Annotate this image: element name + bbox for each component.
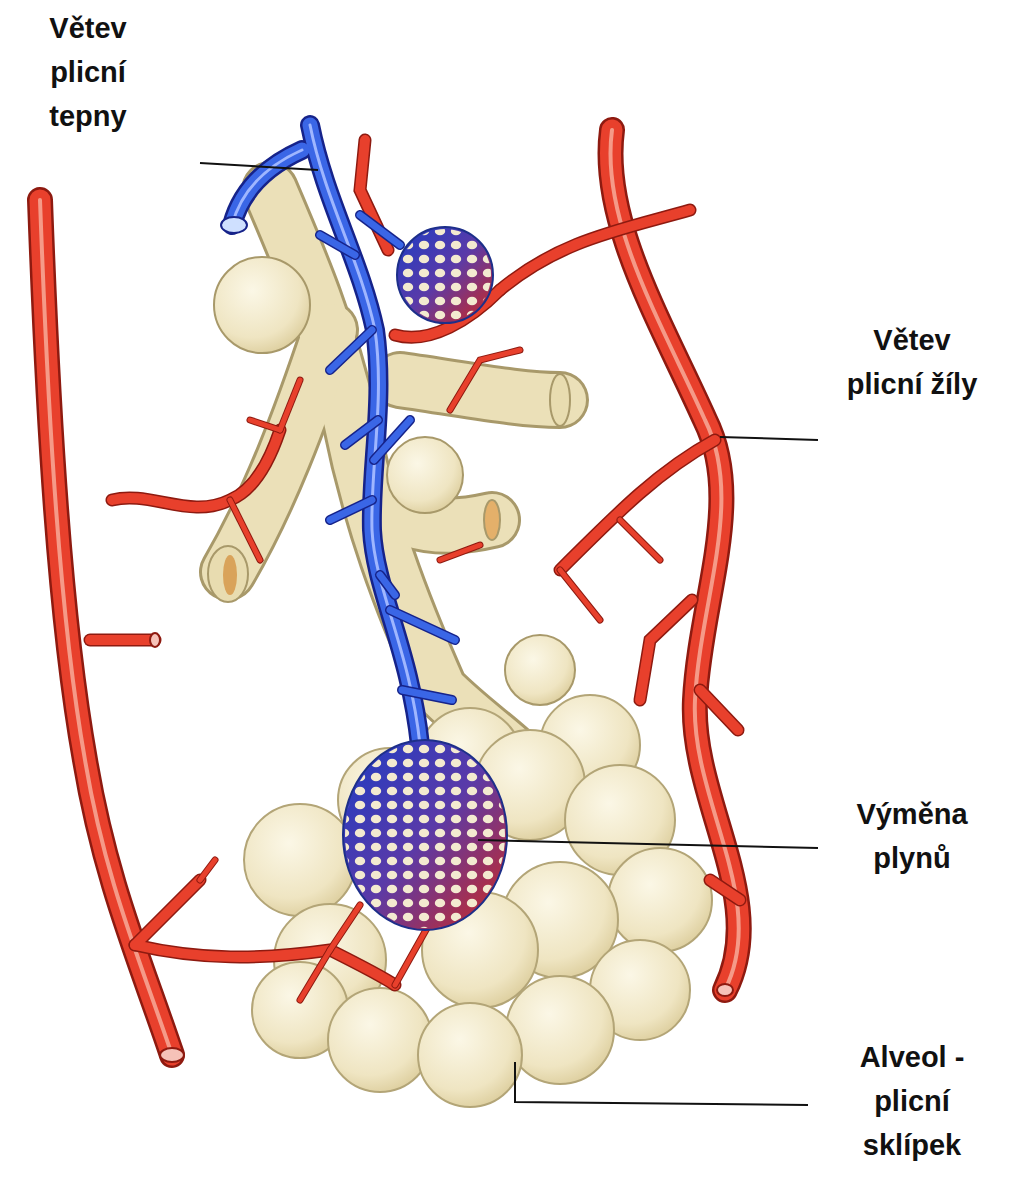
pulmonary-vein-branches [40, 130, 740, 1062]
part-label: Alveol - plicní sklípek [837, 1035, 987, 1167]
pulmonary-artery-branches [221, 125, 455, 745]
alveoli-cluster [244, 695, 712, 1107]
leader-lines [200, 163, 818, 1105]
part-label: Větev plicní žíly [837, 318, 987, 406]
part-label: Větev plicní tepny [13, 6, 163, 138]
capillary-network [343, 227, 507, 930]
part-label: Výměna plynů [837, 792, 987, 880]
